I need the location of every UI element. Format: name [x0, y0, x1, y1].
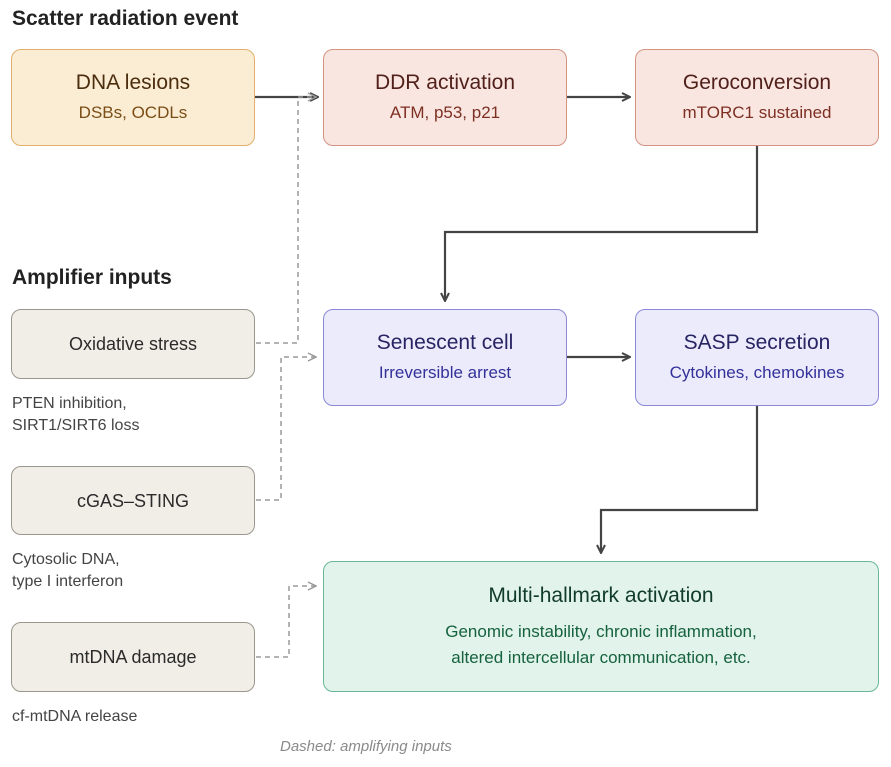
- footer-legend: Dashed: amplifying inputs: [280, 738, 452, 755]
- amplifier-oxidative-stress-label: Oxidative stress: [68, 334, 198, 354]
- node-sasp-secretion-subtitle: Cytokines, chemokines: [669, 362, 845, 382]
- note-line: Cytosolic DNA,: [12, 551, 120, 568]
- node-geroconversion-title: Geroconversion: [682, 70, 832, 94]
- node-geroconversion-subtitle: mTORC1 sustained: [682, 102, 832, 122]
- node-sasp-secretion: SASP secretion Cytokines, chemokines: [635, 309, 879, 406]
- node-senescent-cell-subtitle: Irreversible arrest: [378, 362, 512, 382]
- amplifier-mtdna-damage-note: cf-mtDNA release: [12, 706, 137, 728]
- note-line: SIRT1/SIRT6 loss: [12, 417, 140, 434]
- node-senescent-cell-title: Senescent cell: [376, 330, 514, 354]
- arrow-geroconversion-to-senescent: [445, 146, 759, 301]
- section-title-scatter: Scatter radiation event: [12, 7, 239, 30]
- node-dna-lesions: DNA lesions DSBs, OCDLs: [11, 49, 255, 146]
- node-multi-hallmark: Multi-hallmark activation Genomic instab…: [323, 561, 879, 692]
- amplifier-cgas-sting-label: cGAS–STING: [76, 490, 190, 511]
- amplifier-mtdna-damage: mtDNA damage: [11, 622, 255, 692]
- node-multi-hallmark-subtitle-2: altered intercellular communication, etc…: [451, 647, 751, 667]
- section-title-amplifier: Amplifier inputs: [12, 266, 172, 289]
- amplifier-oxidative-stress-note: PTEN inhibition, SIRT1/SIRT6 loss: [12, 393, 139, 437]
- note-line: PTEN inhibition,: [12, 395, 127, 412]
- node-dna-lesions-title: DNA lesions: [75, 70, 191, 94]
- dashed-oxidative-to-ddr: [256, 97, 316, 344]
- node-ddr-activation-title: DDR activation: [374, 70, 516, 94]
- dashed-mtdna-to-hallmark: [256, 586, 316, 658]
- node-senescent-cell: Senescent cell Irreversible arrest: [323, 309, 567, 406]
- note-line: type I interferon: [12, 573, 124, 590]
- amplifier-cgas-sting-note: Cytosolic DNA, type I interferon: [12, 549, 123, 593]
- node-ddr-activation-subtitle: ATM, p53, p21: [389, 102, 501, 122]
- dashed-cgas-to-senescent: [256, 357, 316, 501]
- node-sasp-secretion-title: SASP secretion: [683, 330, 831, 354]
- note-line: cf-mtDNA release: [12, 708, 138, 725]
- amplifier-oxidative-stress: Oxidative stress: [11, 309, 255, 379]
- node-multi-hallmark-subtitle-1: Genomic instability, chronic inflammatio…: [445, 621, 757, 641]
- node-geroconversion: Geroconversion mTORC1 sustained: [635, 49, 879, 146]
- arrow-sasp-to-hallmark: [601, 406, 759, 553]
- node-multi-hallmark-title: Multi-hallmark activation: [488, 583, 714, 607]
- amplifier-cgas-sting: cGAS–STING: [11, 466, 255, 535]
- node-ddr-activation: DDR activation ATM, p53, p21: [323, 49, 567, 146]
- node-dna-lesions-subtitle: DSBs, OCDLs: [78, 102, 188, 122]
- amplifier-mtdna-damage-label: mtDNA damage: [69, 647, 197, 667]
